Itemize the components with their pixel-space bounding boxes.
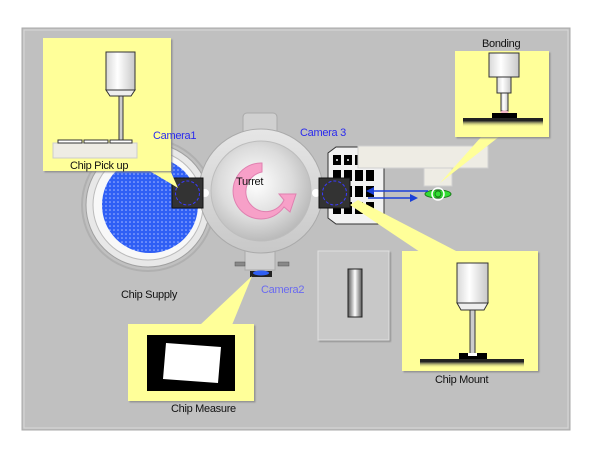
turret-label: Turret (236, 176, 264, 188)
bonding-tool-icon (488, 52, 520, 78)
camera1-label: Camera1 (153, 130, 197, 142)
nozzle-tip (424, 187, 452, 201)
bonding-callout (440, 51, 549, 183)
camera3-label: Camera 3 (300, 127, 346, 139)
chip-supply-label: Chip Supply (121, 289, 178, 301)
camera1-icon (171, 177, 204, 209)
pickup-nozzle-icon (105, 51, 136, 91)
chip-mount-callout (350, 200, 538, 371)
chip-measure-label: Chip Measure (171, 403, 236, 415)
transfer-arrows (366, 187, 428, 202)
camera3-icon (318, 177, 351, 209)
chip-measure-callout (128, 276, 254, 401)
reject-slot (317, 250, 390, 341)
chip-pickup-label: Chip Pick up (70, 160, 129, 172)
bonding-arm (357, 145, 489, 187)
rotate-arrow-icon (232, 162, 297, 220)
chip-mount-label: Chip Mount (435, 374, 489, 386)
chip-pickup-callout (43, 38, 178, 188)
camera2-label: Camera2 (261, 284, 305, 296)
bonding-label: Bonding (482, 38, 521, 50)
turret (198, 112, 324, 271)
camera2-mount (234, 261, 290, 277)
